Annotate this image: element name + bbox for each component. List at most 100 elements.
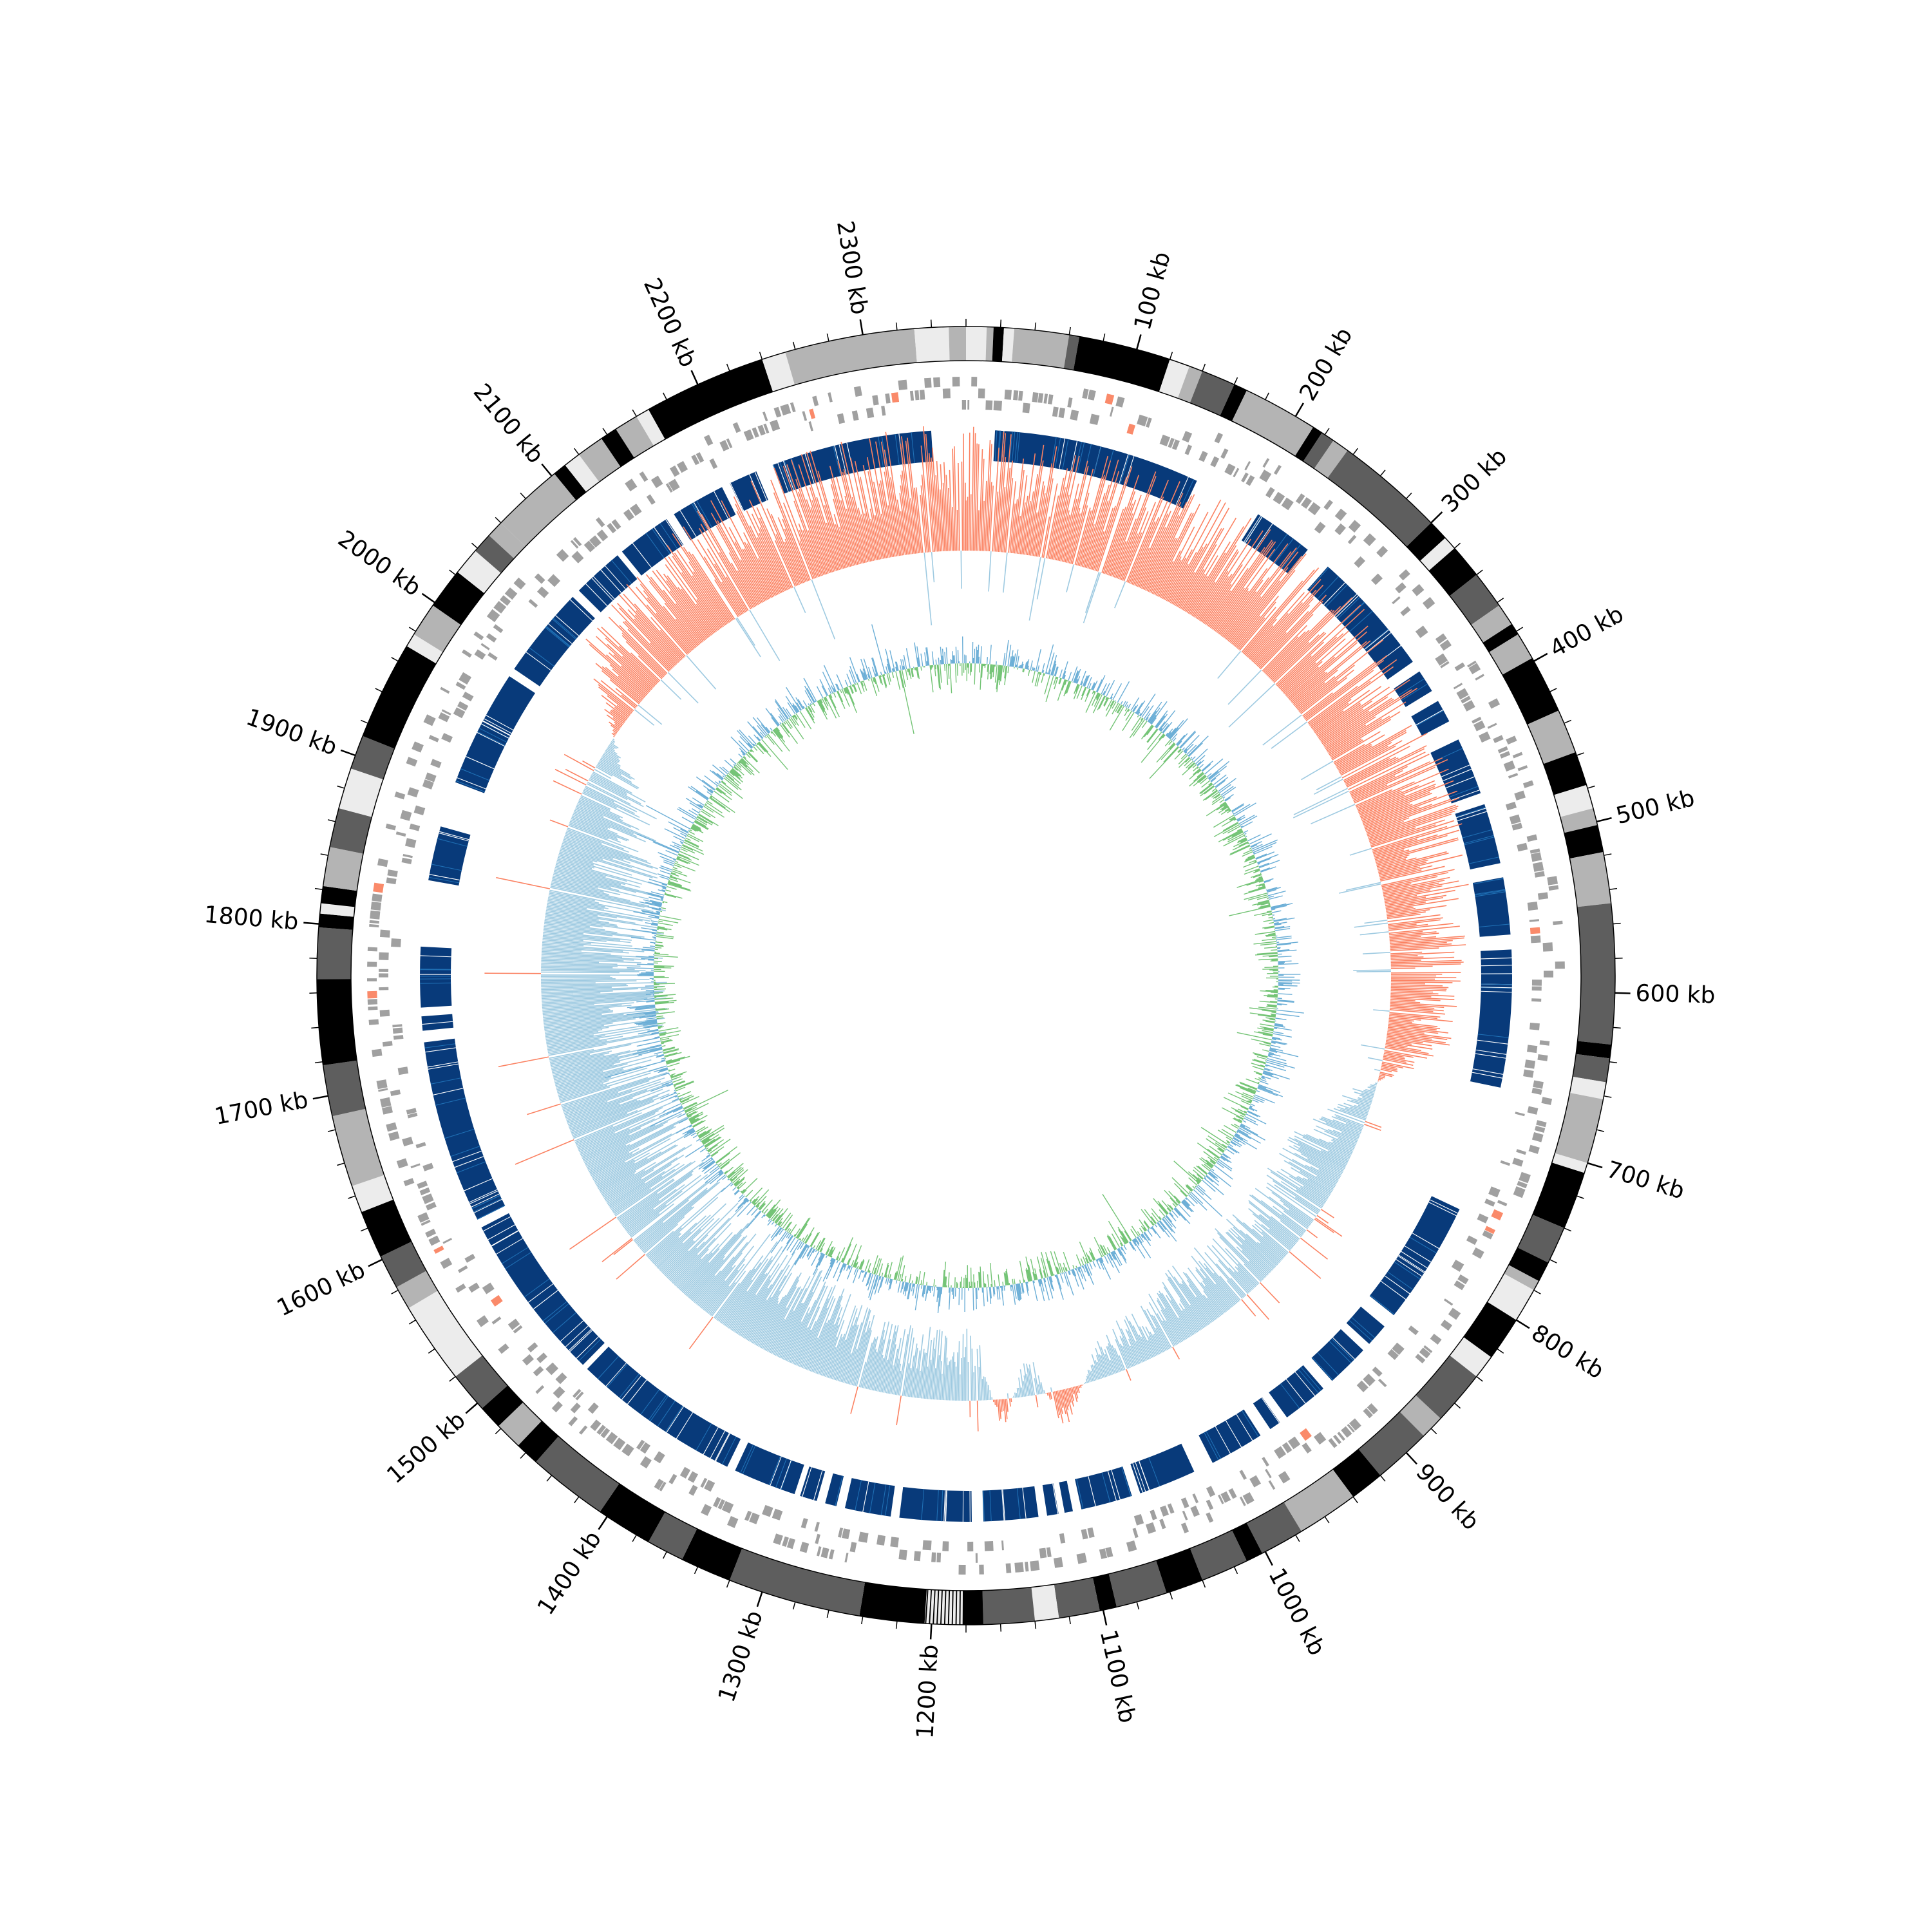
feature-divider	[648, 1394, 667, 1421]
gene	[1159, 434, 1170, 447]
gene	[958, 1564, 966, 1575]
gene	[1378, 1378, 1387, 1387]
contig-stripe	[318, 1021, 353, 1025]
contig-block	[1569, 852, 1611, 907]
gene	[488, 652, 498, 661]
feature-divider	[1336, 595, 1359, 618]
feature-segment	[1455, 804, 1501, 870]
feature-divider	[466, 756, 495, 770]
feature-divider	[1226, 1420, 1242, 1448]
contig-stripe	[321, 1049, 356, 1056]
contig-block	[1555, 1092, 1604, 1163]
gene	[1218, 1494, 1224, 1504]
gene	[1387, 1349, 1399, 1360]
gene	[1487, 723, 1497, 729]
gene	[1210, 456, 1220, 468]
feature-segment	[772, 430, 933, 494]
gene	[412, 741, 424, 753]
contig-stripe	[963, 1591, 965, 1625]
minor-tick	[495, 1428, 502, 1435]
gene	[590, 1419, 601, 1432]
feature-divider	[679, 510, 697, 537]
feature-divider	[593, 576, 615, 600]
minor-tick	[792, 341, 796, 350]
gene	[367, 961, 377, 967]
feature-divider	[1269, 533, 1288, 560]
feature-divider	[1009, 431, 1013, 462]
gene	[1508, 773, 1519, 779]
tick-label: 1400 kb	[533, 1526, 607, 1620]
gene	[1506, 735, 1517, 745]
tick-label: 1600 kb	[273, 1256, 370, 1321]
minor-tick	[574, 448, 580, 455]
feature-divider	[1475, 1049, 1507, 1055]
gene	[433, 1245, 444, 1254]
gene	[636, 1439, 645, 1450]
gene	[881, 406, 886, 416]
gene	[1300, 1428, 1312, 1441]
minor-tick	[1430, 1428, 1437, 1435]
gene	[780, 404, 791, 416]
minor-tick	[1596, 1129, 1605, 1132]
feature-divider	[1139, 1461, 1150, 1490]
tick-label: 200 kb	[1294, 323, 1358, 406]
contig-block	[1189, 371, 1235, 416]
feature-divider	[424, 1043, 456, 1048]
feature-divider	[553, 1312, 576, 1333]
gene	[1220, 448, 1229, 459]
gene	[1376, 545, 1388, 558]
feature-divider	[1323, 582, 1346, 605]
gene	[891, 392, 900, 403]
contig-block	[1420, 538, 1455, 571]
feature-divider	[921, 1489, 925, 1520]
feature-divider	[481, 723, 509, 739]
minor-tick	[408, 627, 416, 632]
feature-divider	[627, 1379, 647, 1405]
gene	[654, 1479, 664, 1490]
feature-divider	[1121, 1466, 1132, 1497]
feature-divider	[471, 1193, 500, 1208]
feature-divider	[1300, 1367, 1321, 1391]
contig-block	[518, 1421, 559, 1462]
feature-divider	[780, 1460, 791, 1490]
feature-divider	[945, 1490, 947, 1522]
feature-divider	[640, 1389, 660, 1415]
feature-divider	[607, 1363, 628, 1388]
gene	[1259, 469, 1272, 482]
gene	[967, 1541, 974, 1551]
gene	[425, 1202, 437, 1211]
gene	[1032, 392, 1039, 402]
gene	[368, 1019, 379, 1025]
feature-divider	[1052, 1483, 1059, 1514]
gene	[1537, 892, 1549, 900]
minor-tick	[792, 1602, 796, 1610]
gene	[1547, 876, 1558, 886]
gene	[659, 1481, 667, 1492]
minor-tick	[1324, 428, 1330, 435]
gene	[630, 504, 642, 516]
feature-divider	[419, 974, 451, 975]
feature-segment	[735, 1442, 804, 1495]
gc-content-above	[604, 624, 1304, 1314]
gene	[1206, 1512, 1214, 1523]
feature-divider	[491, 1230, 518, 1246]
gene	[898, 379, 908, 390]
feature-divider	[1059, 438, 1065, 469]
contig-block	[500, 473, 576, 547]
contig-block	[682, 1528, 743, 1580]
gene	[851, 410, 859, 421]
gene	[1239, 1496, 1246, 1506]
gene	[1076, 1553, 1087, 1564]
gene	[1160, 1505, 1169, 1517]
gene	[1025, 1562, 1029, 1572]
gene	[1555, 961, 1565, 969]
tick-label: 1200 kb	[912, 1643, 943, 1739]
gene	[1337, 1432, 1345, 1441]
gene	[385, 823, 396, 831]
major-tick	[1533, 652, 1548, 662]
gene	[1529, 919, 1539, 922]
gene	[1537, 1054, 1548, 1061]
gene	[704, 1479, 715, 1492]
gene	[885, 393, 891, 404]
contig-block	[413, 605, 461, 652]
